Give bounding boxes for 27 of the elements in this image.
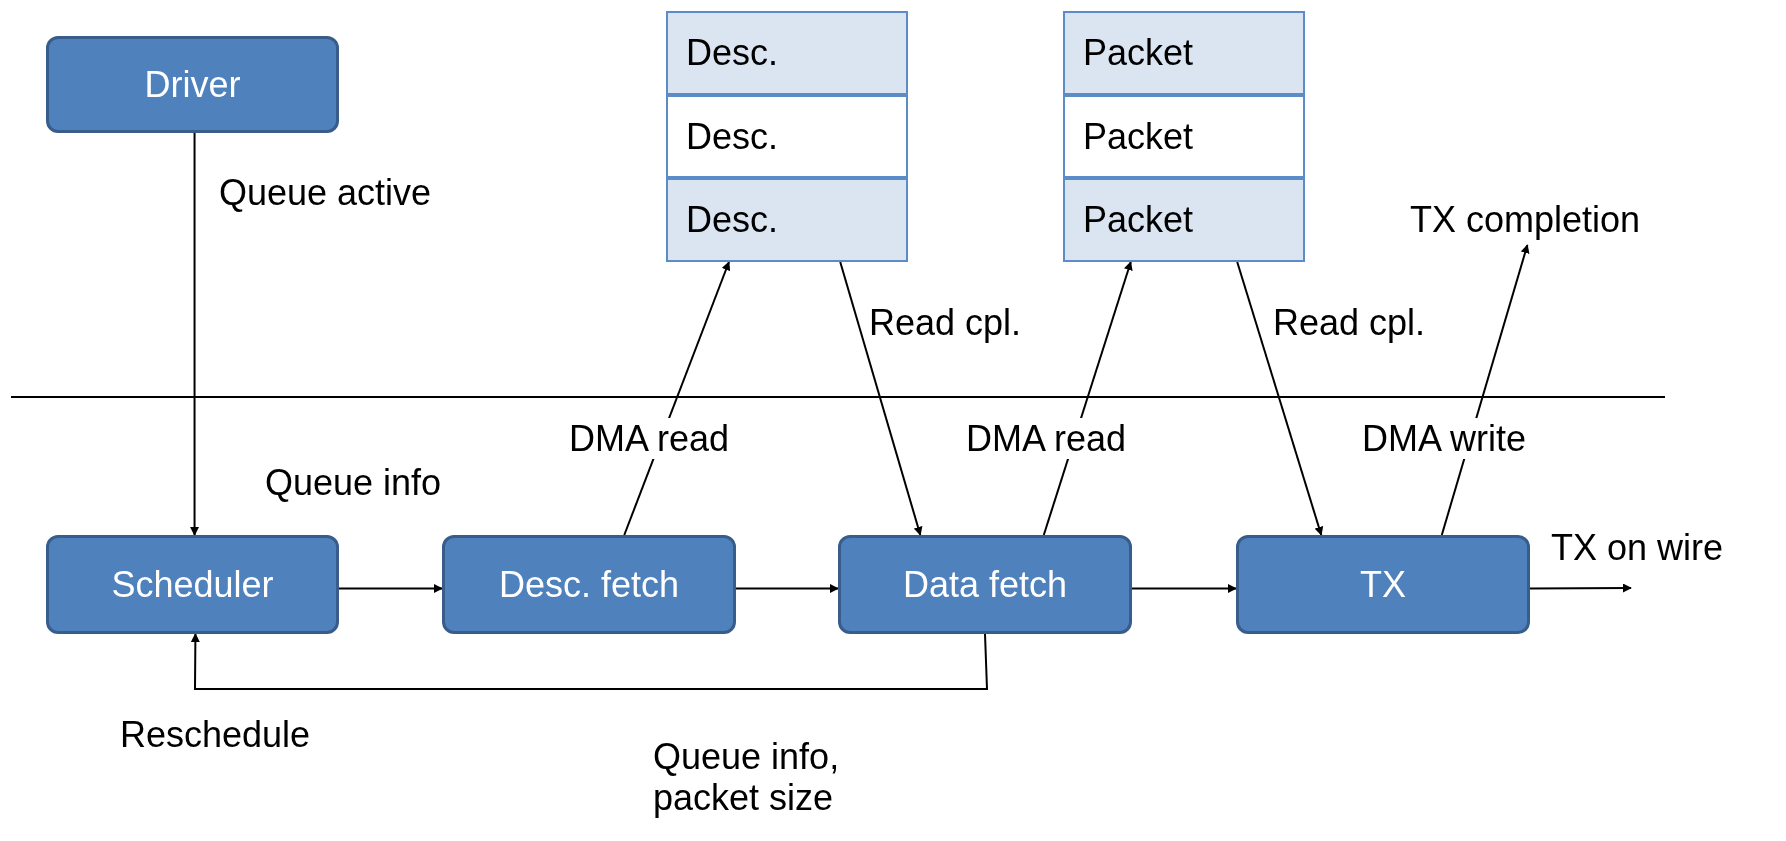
- queue-entry: Desc.: [666, 178, 908, 262]
- arrow: [735, 583, 839, 593]
- note-label: Reschedule: [119, 714, 312, 756]
- queue-entry: Desc.: [666, 11, 908, 95]
- endpoint-label: TX completion: [1410, 199, 1641, 241]
- arrow: [190, 132, 200, 536]
- queue-entry: Packet: [1063, 11, 1305, 95]
- arrow: [839, 261, 923, 536]
- queue-entry: Packet: [1063, 95, 1305, 178]
- queue-entry: Packet: [1063, 178, 1305, 262]
- edge-label: Read cpl.: [868, 302, 1023, 344]
- process-box: Driver: [46, 36, 339, 133]
- edge-label: Queue info, packet size: [652, 736, 841, 819]
- process-box: Scheduler: [46, 535, 339, 634]
- arrow: [190, 633, 989, 690]
- edge-label: TX on wire: [1550, 527, 1725, 569]
- process-box: Desc. fetch: [442, 535, 736, 634]
- queue-entry: Desc.: [666, 95, 908, 178]
- arrow: [1529, 583, 1632, 593]
- arrow: [1236, 261, 1324, 536]
- edge-label: Queue active: [218, 172, 433, 214]
- arrow: [338, 583, 443, 593]
- arrow: [1131, 583, 1237, 593]
- edge-label: Read cpl.: [1272, 302, 1427, 344]
- process-box: Data fetch: [838, 535, 1132, 634]
- edge-label: Queue info: [264, 462, 443, 504]
- process-box: TX: [1236, 535, 1530, 634]
